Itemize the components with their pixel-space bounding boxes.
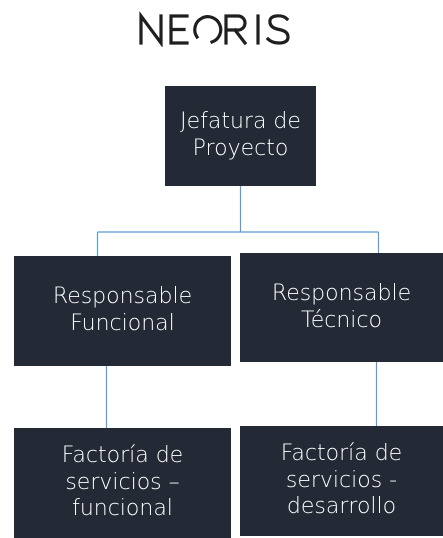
- node-responsable-tecnico-label: Responsable Técnico: [271, 280, 412, 333]
- node-responsable-funcional-label: Responsable Funcional: [52, 284, 193, 336]
- neoris-logo-mark: [138, 10, 290, 47]
- node-responsable-tecnico: Responsable Técnico: [240, 253, 443, 362]
- neoris-logo: [0, 8, 443, 48]
- node-responsable-funcional: Responsable Funcional: [14, 256, 231, 366]
- node-factoria-funcional-label: Factoría de servicios – funcional: [61, 442, 184, 522]
- node-jefatura-proyecto-label: Jefatura de Proyecto: [180, 109, 301, 161]
- node-factoria-funcional: Factoría de servicios – funcional: [14, 428, 231, 538]
- node-jefatura-proyecto: Jefatura de Proyecto: [165, 86, 316, 186]
- node-factoria-desarrollo-label: Factoría de servicios - desarrollo: [280, 440, 403, 520]
- node-factoria-desarrollo: Factoría de servicios - desarrollo: [240, 426, 443, 536]
